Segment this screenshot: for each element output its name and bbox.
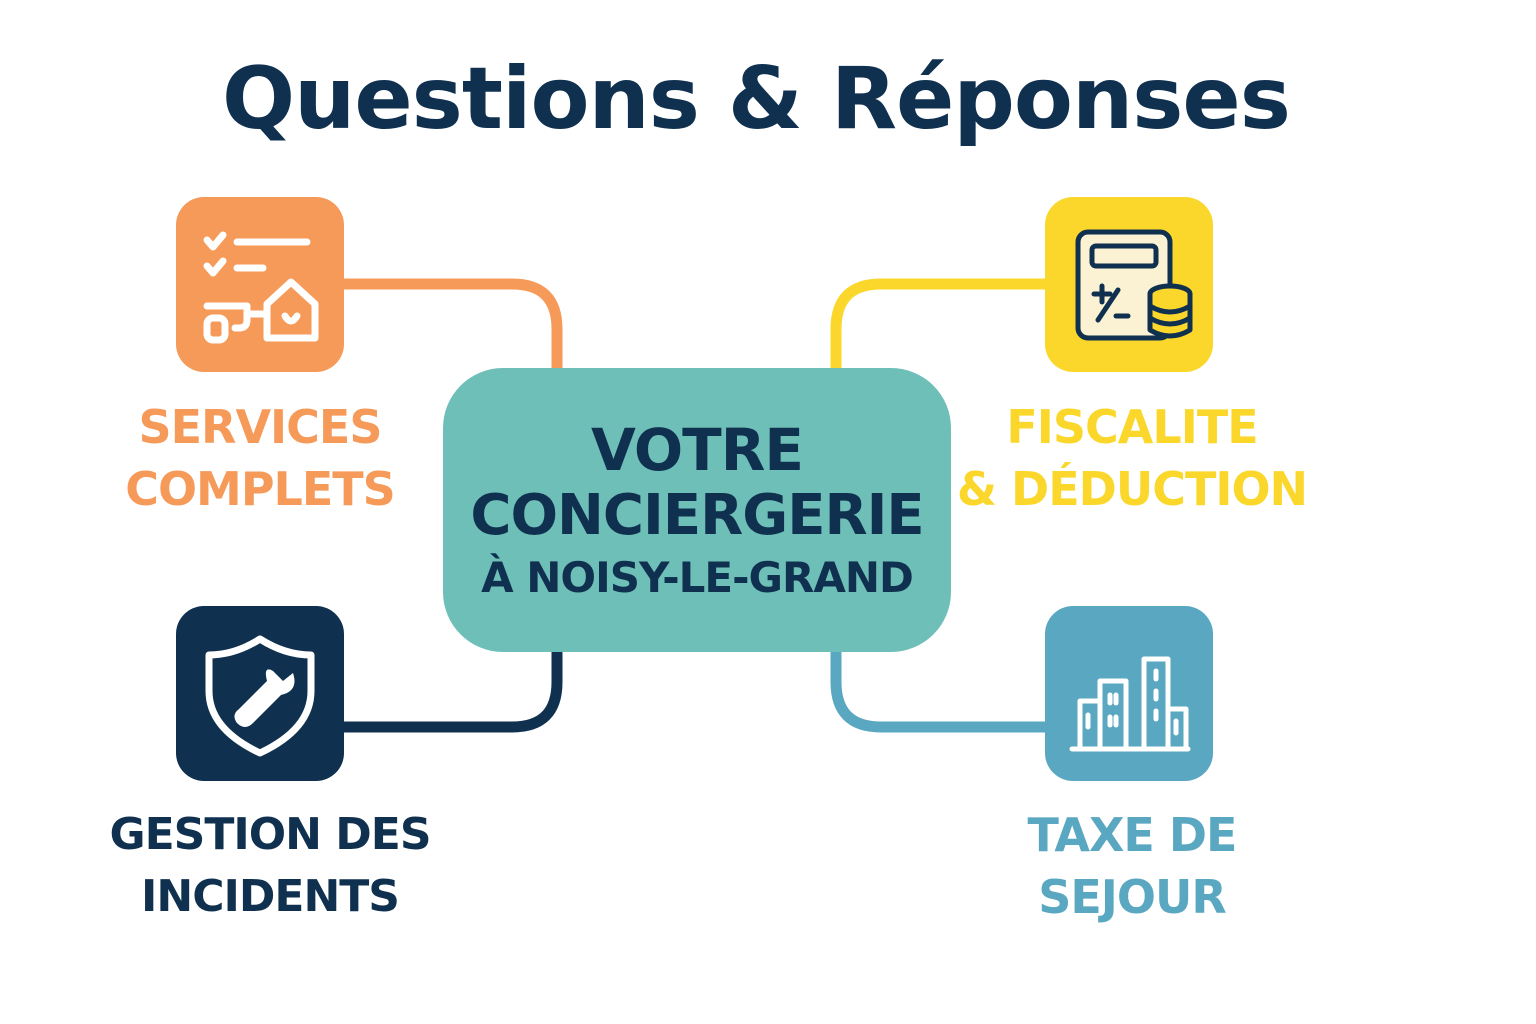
connector-taxe bbox=[830, 646, 1054, 733]
incidents-label: GESTION DES INCIDENTS bbox=[90, 804, 450, 928]
calculator-coins-icon bbox=[1075, 229, 1193, 340]
hub-title-line1: VOTRE bbox=[590, 416, 804, 485]
connector-incidents bbox=[334, 646, 563, 733]
fiscalite-label-line1: FISCALITE bbox=[1006, 400, 1258, 454]
services-tile[interactable] bbox=[176, 197, 344, 372]
taxe-label-line1: TAXE DE bbox=[1027, 808, 1238, 862]
fiscalite-label-line2: & DÉDUCTION bbox=[956, 462, 1308, 516]
central-hub[interactable]: VOTRE CONCIERGERIE À NOISY-LE-GRAND bbox=[443, 368, 951, 652]
incidents-label-line2: INCIDENTS bbox=[141, 871, 400, 922]
checklist-house-key-icon bbox=[203, 231, 319, 343]
incidents-tile[interactable] bbox=[176, 606, 344, 781]
fiscalite-tile[interactable] bbox=[1045, 197, 1213, 372]
services-label: SERVICES COMPLETS bbox=[80, 396, 440, 520]
fiscalite-label: FISCALITE & DÉDUCTION bbox=[952, 396, 1312, 520]
services-label-line2: COMPLETS bbox=[125, 462, 396, 516]
taxe-tile[interactable] bbox=[1045, 606, 1213, 781]
page-title: Questions & Réponses bbox=[222, 49, 1291, 149]
taxe-label: TAXE DE SEJOUR bbox=[952, 804, 1312, 928]
buildings-icon bbox=[1069, 656, 1191, 751]
hub-title-line3: À NOISY-LE-GRAND bbox=[481, 553, 914, 603]
taxe-label-line2: SEJOUR bbox=[1038, 870, 1227, 924]
shield-wrench-icon bbox=[205, 635, 315, 756]
connector-fiscalite bbox=[830, 278, 1054, 374]
hub-title-line2: CONCIERGERIE bbox=[470, 483, 924, 548]
services-label-line1: SERVICES bbox=[138, 400, 382, 454]
incidents-label-line1: GESTION DES bbox=[109, 809, 431, 860]
connector-services bbox=[334, 278, 563, 374]
